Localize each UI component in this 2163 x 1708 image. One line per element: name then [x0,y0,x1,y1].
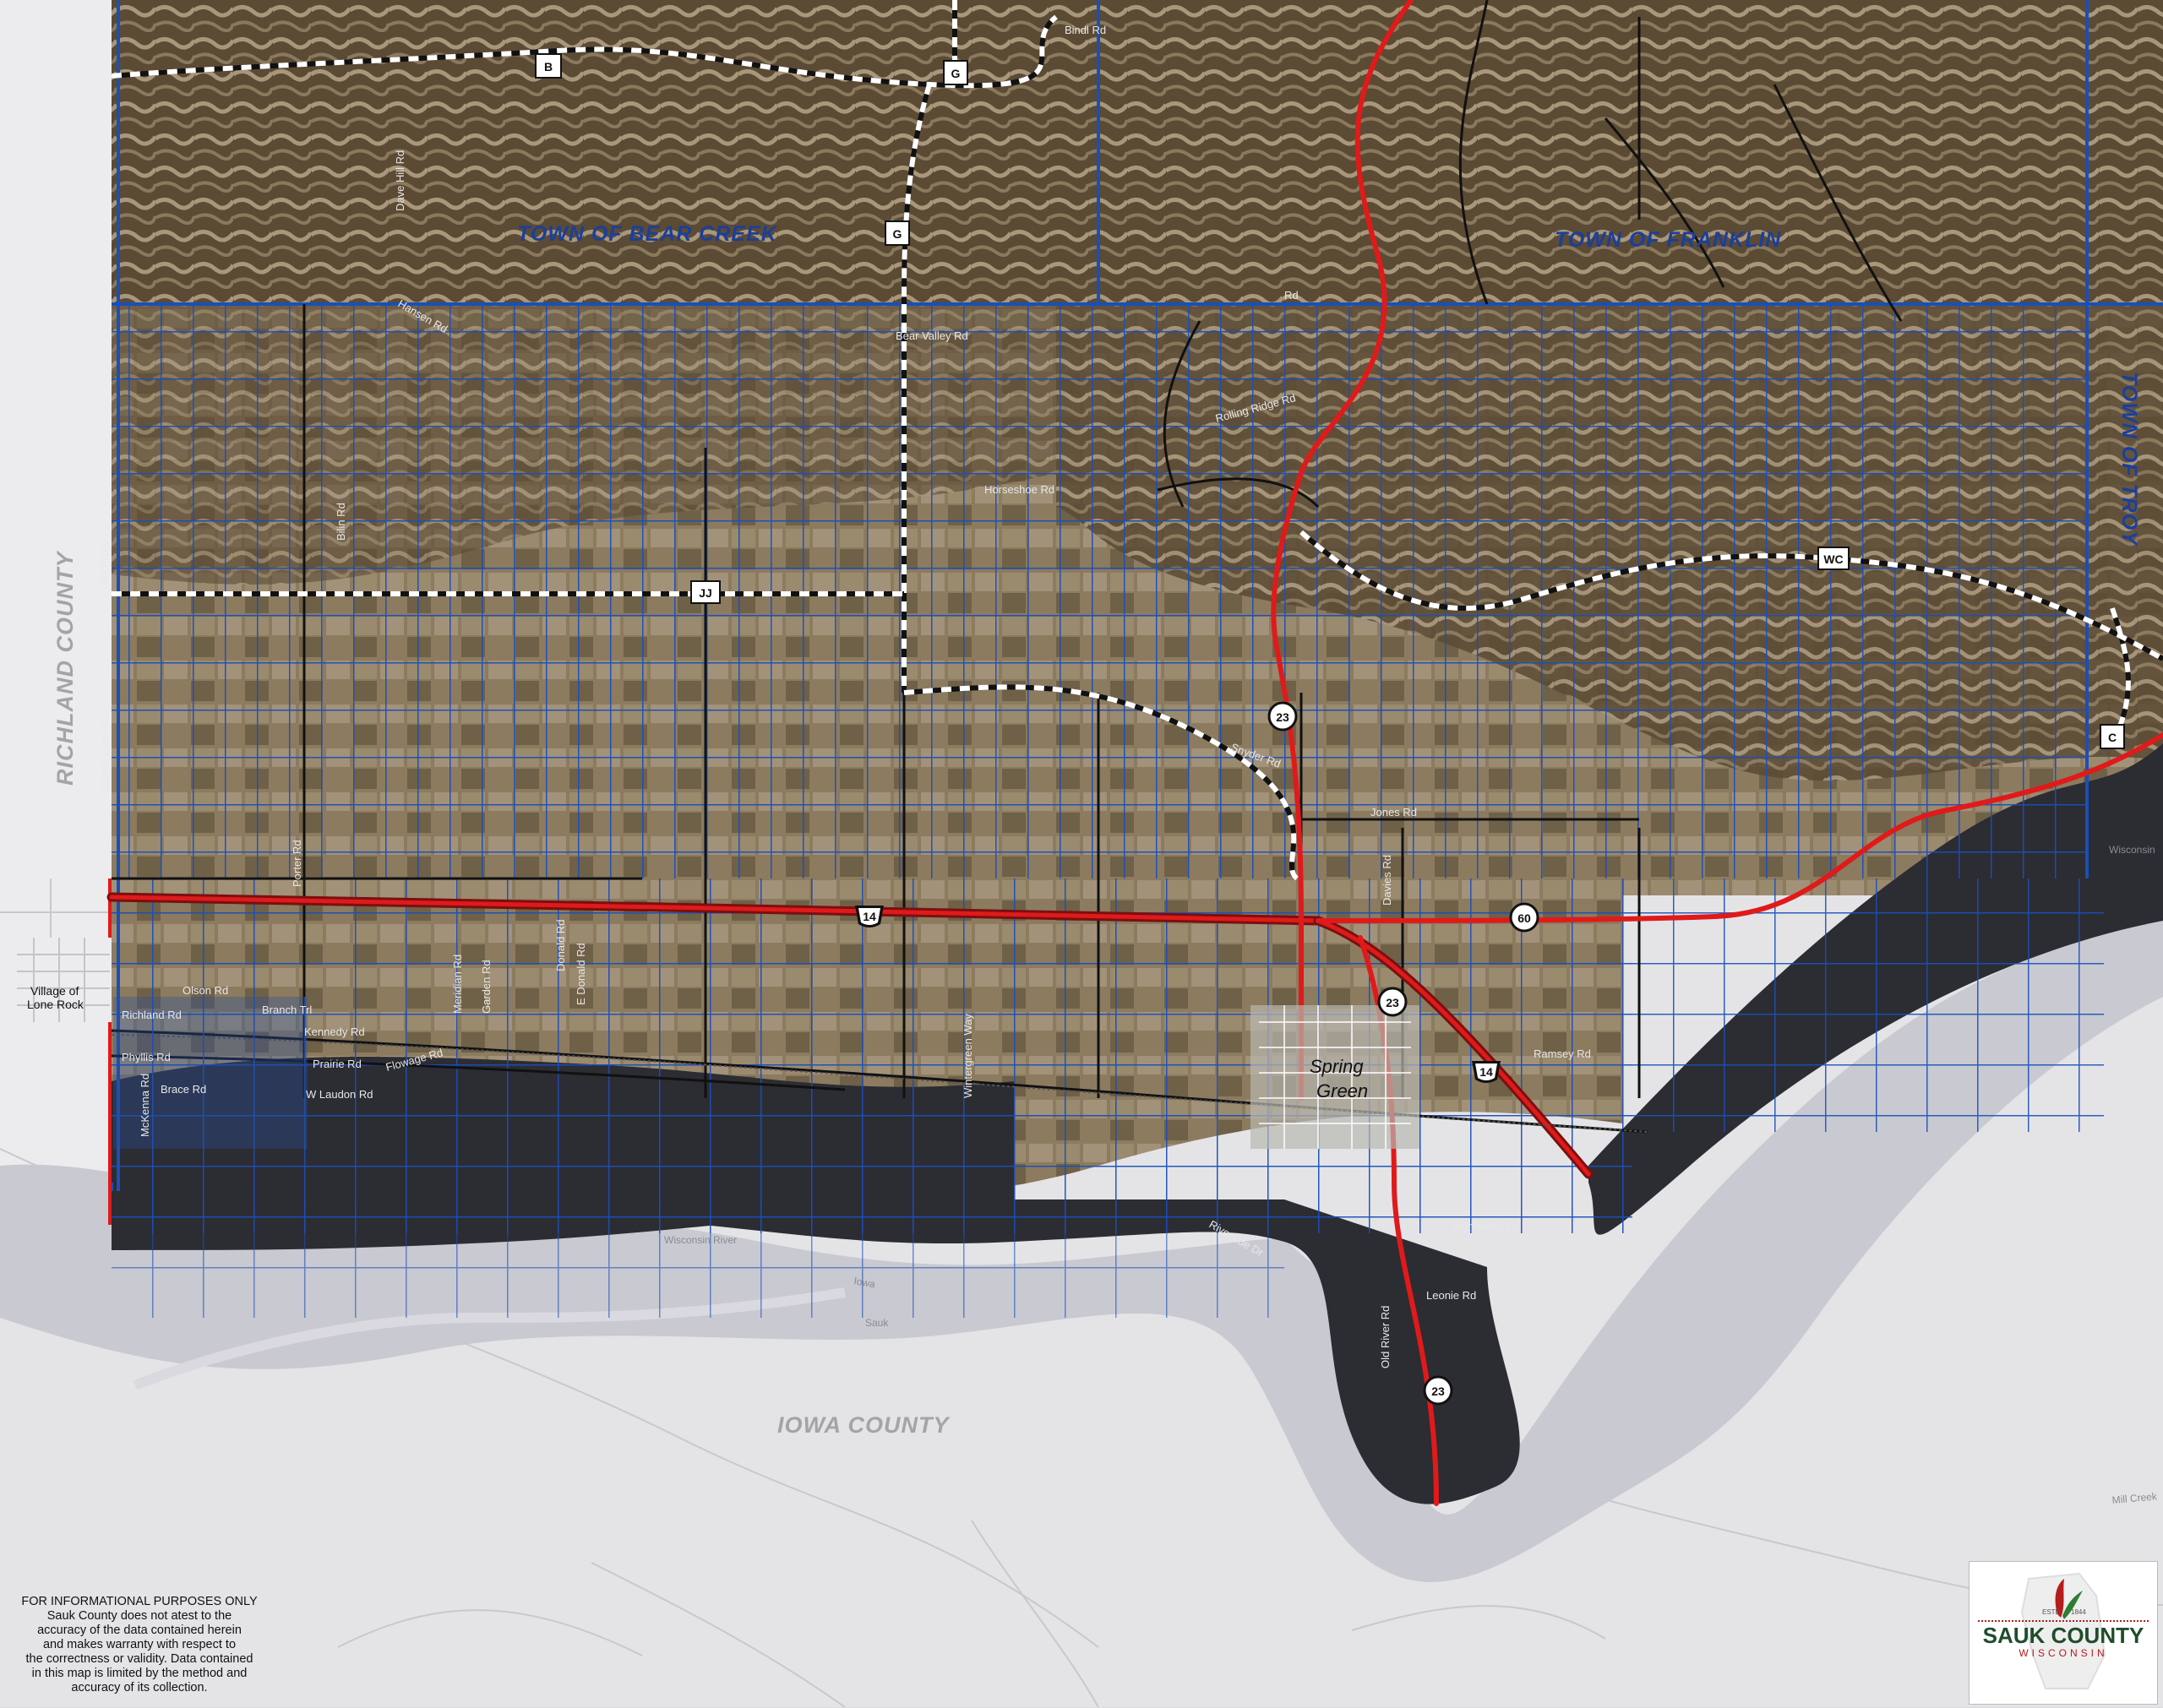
svg-text:Jones Rd: Jones Rd [1370,806,1417,819]
svg-text:Brace Rd: Brace Rd [161,1083,206,1096]
svg-text:Kennedy Rd: Kennedy Rd [304,1025,365,1038]
cty-c-marker: C [2100,724,2125,749]
svg-text:1844: 1844 [2071,1608,2086,1616]
svg-text:14: 14 [863,910,876,923]
floodplain-parcels [112,1199,1284,1318]
svg-text:E Donald Rd: E Donald Rd [575,943,587,1005]
svg-text:WC: WC [1823,552,1843,566]
cty-g-marker-1: G [943,60,968,85]
svg-text:Rd: Rd [1284,289,1299,302]
cty-b-marker: B [535,53,562,79]
parcels-east [1631,878,2104,1132]
sh23-shield-2: 23 [1377,987,1408,1017]
us14-shield-2: 14 [1472,1061,1501,1083]
svg-text:Phyllis Rd: Phyllis Rd [122,1051,171,1063]
sauk-county-logo: ESTD 1844 SAUK COUNTY WISCONSIN [1969,1561,2158,1705]
sh23-shield-3: 23 [1423,1375,1453,1406]
svg-text:G: G [893,227,902,241]
svg-text:Highbanks Ln: Highbanks Ln [1452,1220,1519,1232]
lone-rock-village [17,938,112,1022]
svg-text:JJ: JJ [699,586,712,600]
svg-text:Wisconsin River: Wisconsin River [664,1234,737,1246]
leaf-icon [2062,1591,2083,1619]
disclaimer-line: accuracy of its collection. [71,1681,208,1694]
svg-text:Mill Creek: Mill Creek [2111,1490,2158,1506]
disclaimer-line: and makes warranty with respect to [42,1638,237,1651]
west-subdivisions [113,997,308,1149]
svg-text:Bilin Rd: Bilin Rd [335,503,347,541]
svg-text:Prairie Rd: Prairie Rd [313,1058,362,1070]
svg-text:G: G [951,67,961,80]
svg-text:14: 14 [1479,1065,1493,1079]
svg-text:Ramsey Rd: Ramsey Rd [1534,1047,1591,1060]
lone-rock-streets [17,938,110,1022]
svg-text:Dave Hill Rd: Dave Hill Rd [394,150,406,211]
svg-text:60: 60 [1517,911,1531,925]
svg-text:Old River Rd: Old River Rd [1379,1306,1392,1368]
west-subdivision-fill [113,997,308,1149]
disclaimer-line: in this map is limited by the method and [31,1667,248,1680]
svg-text:McKenna Rd: McKenna Rd [139,1074,151,1137]
disclaimer-line: Sauk County does not atest to the [46,1609,232,1623]
town-label-franklin: TOWN OF FRANKLIN [1555,228,1781,252]
feather-icon [2055,1579,2064,1618]
svg-text:Wisconsin: Wisconsin [2109,844,2155,856]
svg-text:Horseshoe Rd: Horseshoe Rd [984,483,1054,496]
svg-text:W Laudon Rd: W Laudon Rd [306,1088,373,1101]
svg-text:Richland Rd: Richland Rd [122,1009,182,1021]
svg-text:C: C [2108,731,2117,744]
svg-text:WISCONSIN: WISCONSIN [2019,1647,2107,1659]
svg-text:Bear Valley Rd: Bear Valley Rd [896,329,968,342]
svg-text:23: 23 [1276,710,1289,724]
town-label-bear-creek: TOWN OF BEAR CREEK [517,222,778,246]
disclaimer-line: accuracy of the data contained herein [37,1624,242,1637]
svg-text:23: 23 [1386,996,1399,1009]
svg-text:SAUK COUNTY: SAUK COUNTY [1983,1623,2144,1648]
cty-wc-marker: WC [1817,547,1850,570]
us14-shield: 14 [855,906,884,927]
county-label-richland: RICHLAND COUNTY [52,550,78,786]
town-label-troy: TOWN OF TROY [2117,372,2141,547]
sauk-county-logo-graphic: ESTD 1844 SAUK COUNTY WISCONSIN [1978,1572,2149,1689]
disclaimer-line: FOR INFORMATIONAL PURPOSES ONLY [21,1595,258,1608]
svg-text:Wintergreen Way: Wintergreen Way [962,1014,974,1098]
place-lone-rock-1: Village of [30,984,79,998]
faint-roads [0,878,2163,1707]
county-label-iowa: IOWA COUNTY [777,1412,951,1438]
place-spring-1: Spring [1310,1056,1364,1077]
svg-text:Iowa: Iowa [853,1275,876,1290]
svg-text:County Line Rd: County Line Rd [98,718,111,794]
svg-text:Bindl Rd: Bindl Rd [1065,24,1106,36]
svg-text:Garden Rd: Garden Rd [480,960,493,1014]
cty-jj-marker: JJ [690,580,721,604]
svg-text:B: B [544,60,553,73]
disclaimer: FOR INFORMATIONAL PURPOSES ONLY Sauk Cou… [0,1595,279,1695]
sh60-shield: 60 [1509,902,1539,933]
svg-text:Porter Rd: Porter Rd [291,840,303,887]
railroad [111,1034,1648,1133]
spring-green-village [1250,1005,1419,1149]
floodplain-south [112,1199,1520,1504]
svg-text:Branch Trl: Branch Trl [262,1004,312,1016]
svg-text:23: 23 [1431,1384,1445,1398]
village-streets [1259,1005,1411,1149]
svg-text:Sauk: Sauk [865,1317,889,1329]
sh23-shield-1: 23 [1267,701,1298,732]
place-lone-rock-2: Lone Rock [27,998,84,1011]
disclaimer-line: the correctness or validity. Data contai… [25,1652,253,1666]
svg-text:Leonie Rd: Leonie Rd [1426,1289,1476,1302]
svg-text:ESTD: ESTD [2042,1608,2061,1616]
cty-g-marker-2: G [885,220,910,246]
wisconsin-river [0,921,2163,1582]
bear-creek-hills [112,0,2163,304]
svg-text:Donald Rd: Donald Rd [554,920,567,971]
svg-text:Meridian Rd: Meridian Rd [451,955,464,1014]
svg-text:Olson Rd: Olson Rd [183,984,228,997]
place-spring-2: Green [1316,1080,1368,1101]
svg-text:Richland: Richland [98,540,111,583]
svg-text:Davies Rd: Davies Rd [1381,855,1393,906]
